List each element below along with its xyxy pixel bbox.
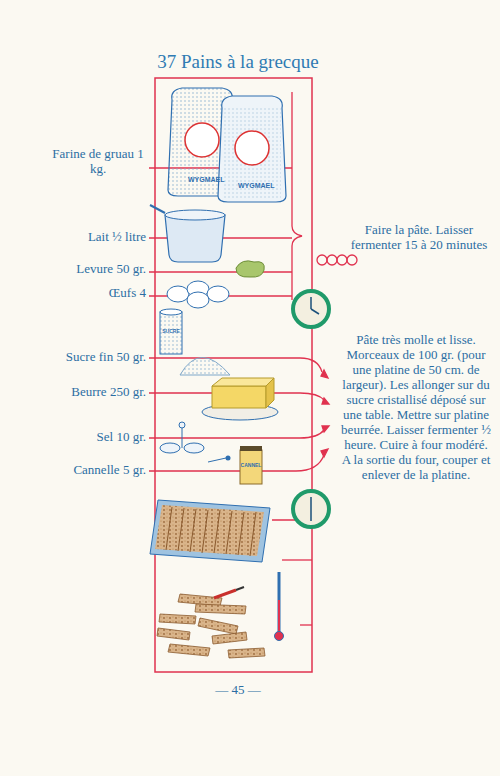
sack-brand: WYGMAEL [188,176,218,184]
ingredient-label: Cannelle 5 gr. [73,462,149,477]
ingredient-label: Beurre 250 gr. [71,384,149,399]
jar-label: SUCRE [160,328,182,334]
ingredient-label: Sel 10 gr. [97,429,149,444]
ingredient-label: Farine de gruau 1 kg. [50,146,149,176]
ingredient-label: Lait ½ litre [88,229,149,244]
ingredient-label: Sucre fin 50 gr. [66,349,149,364]
sack-brand: WYGMAEL [238,182,268,190]
page-title: 37 Pains à la grecque [88,50,388,74]
tin-label: CANNEL [240,462,262,468]
instruction-note: Faire la pâte. Laisser fermenter 15 à 20… [346,222,492,252]
ingredient-label: Levure 50 gr. [76,261,149,276]
ingredient-label: Œufs 4 [109,285,149,300]
instruction-note: Pâte très molle et lisse. Morceaux de 10… [340,332,492,482]
page-number: — 45 — [188,682,288,697]
